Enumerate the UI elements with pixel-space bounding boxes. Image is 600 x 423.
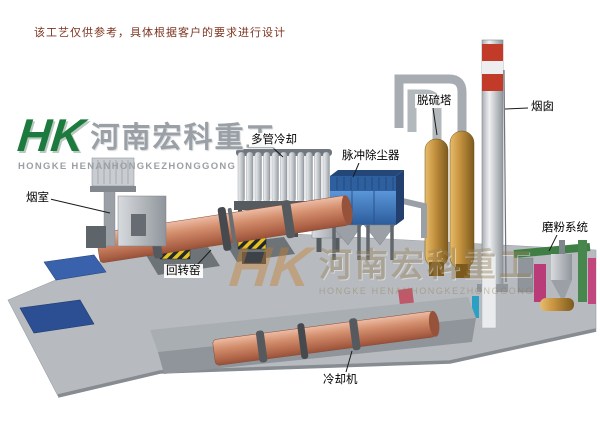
chimney-red-band-top: [482, 44, 503, 61]
kiln-girth-gear: [217, 207, 232, 251]
white-silo-column: [481, 255, 497, 329]
desulfurization-towers: [424, 130, 475, 278]
collector-roof: [330, 170, 404, 176]
desulfurization-tower-right: [449, 130, 475, 270]
chimney-ladder: [503, 69, 507, 283]
tower-skirt-left: [429, 262, 444, 276]
desulfurization-tower-left: [424, 138, 449, 268]
collector-hopper-right: [363, 224, 396, 246]
logo-company-name-en: HONGKE HENANHONGKEZHONGGONG: [18, 161, 237, 172]
logo-company-name-cn: 河南宏科重工: [90, 122, 277, 154]
label-smoke-chamber: 烟室: [24, 191, 51, 205]
leader-desulfurization-tower: [432, 107, 438, 136]
label-grinding-system: 磨粉系统: [540, 221, 590, 235]
chimney-white-band: [482, 61, 503, 74]
grinding-magenta-unit: [534, 264, 546, 302]
kiln-gear-rim: [227, 207, 238, 248]
leader-chimney: [504, 107, 529, 110]
leader-pulse-dust-collector: [352, 162, 360, 178]
cyclone-barrel: [551, 254, 572, 280]
grinding-system: [513, 240, 596, 311]
collector-legs: [332, 225, 394, 260]
leader-rotary-kiln: [196, 249, 212, 266]
kiln-end-cap: [341, 195, 353, 226]
leader-multi-tube-cooler: [270, 145, 284, 158]
grinding-tan-cylinder: [540, 298, 574, 311]
kiln-riding-ring-2: [281, 200, 296, 239]
blue-tank-pad: [43, 254, 107, 281]
cooler-end-cap: [428, 310, 440, 337]
chimney-red-band-lower: [482, 74, 503, 91]
cyclone-inlet: [559, 240, 565, 254]
collector-side-face: [396, 170, 404, 225]
grinding-green-duct: [513, 243, 591, 258]
label-pulse-dust-collector: 脉冲除尘器: [340, 149, 402, 163]
grinding-green-pipe: [578, 240, 587, 302]
ground-platform: [7, 227, 597, 398]
cooling-machine: [212, 310, 440, 366]
platform-front-edge: [57, 328, 597, 398]
label-chimney: 烟囱: [529, 100, 556, 114]
cyclone-cone: [551, 280, 572, 302]
label-cooling-machine: 冷却机: [321, 373, 360, 387]
label-multi-tube-cooler: 多管冷却: [249, 133, 299, 147]
logo-hk-mark: HK: [15, 109, 88, 161]
cooler-tubes: [237, 152, 331, 203]
bag-filter-box: [91, 157, 135, 187]
smoke-chamber-assembly: [86, 157, 167, 248]
smoke-chamber-pedestal: [86, 226, 106, 248]
smoke-chamber-door: [131, 214, 146, 236]
tower-skirt-right: [455, 264, 470, 278]
tower-pipe-outer: [394, 74, 467, 150]
bag-filter-base: [90, 186, 136, 192]
chimney: [477, 39, 508, 292]
kiln-drive-motor: [242, 252, 266, 264]
platform-top-face: [7, 227, 597, 397]
disclaimer-text: 该工艺仅供参考，具体根据客户的要求进行设计: [34, 27, 286, 39]
grinding-pink-column: [588, 258, 596, 304]
leader-grinding-system: [548, 234, 558, 252]
company-logo: HK 河南宏科重工 HONGKE HENANHONGKEZHONGGONG: [15, 109, 274, 172]
bag-filter-pleats: [97, 160, 129, 184]
grinding-gray-box: [517, 257, 534, 293]
label-desulfurization-tower: 脱硫塔: [415, 94, 454, 108]
label-rotary-kiln: 回转窑: [164, 264, 203, 278]
leader-cooling-machine: [345, 350, 353, 373]
collector-ribs: [336, 177, 394, 190]
cooler-ring-2: [349, 318, 361, 351]
cooler-ring-1: [255, 330, 268, 363]
cooler-girth-gear: [297, 323, 309, 360]
hood-legs: [316, 238, 340, 252]
blue-water-pool: [19, 299, 95, 334]
leader-smoke-chamber: [49, 198, 111, 214]
logo-row: HK 河南宏科重工: [15, 109, 274, 161]
label-leader-lines: [49, 107, 558, 373]
cyan-unit: [472, 296, 479, 318]
